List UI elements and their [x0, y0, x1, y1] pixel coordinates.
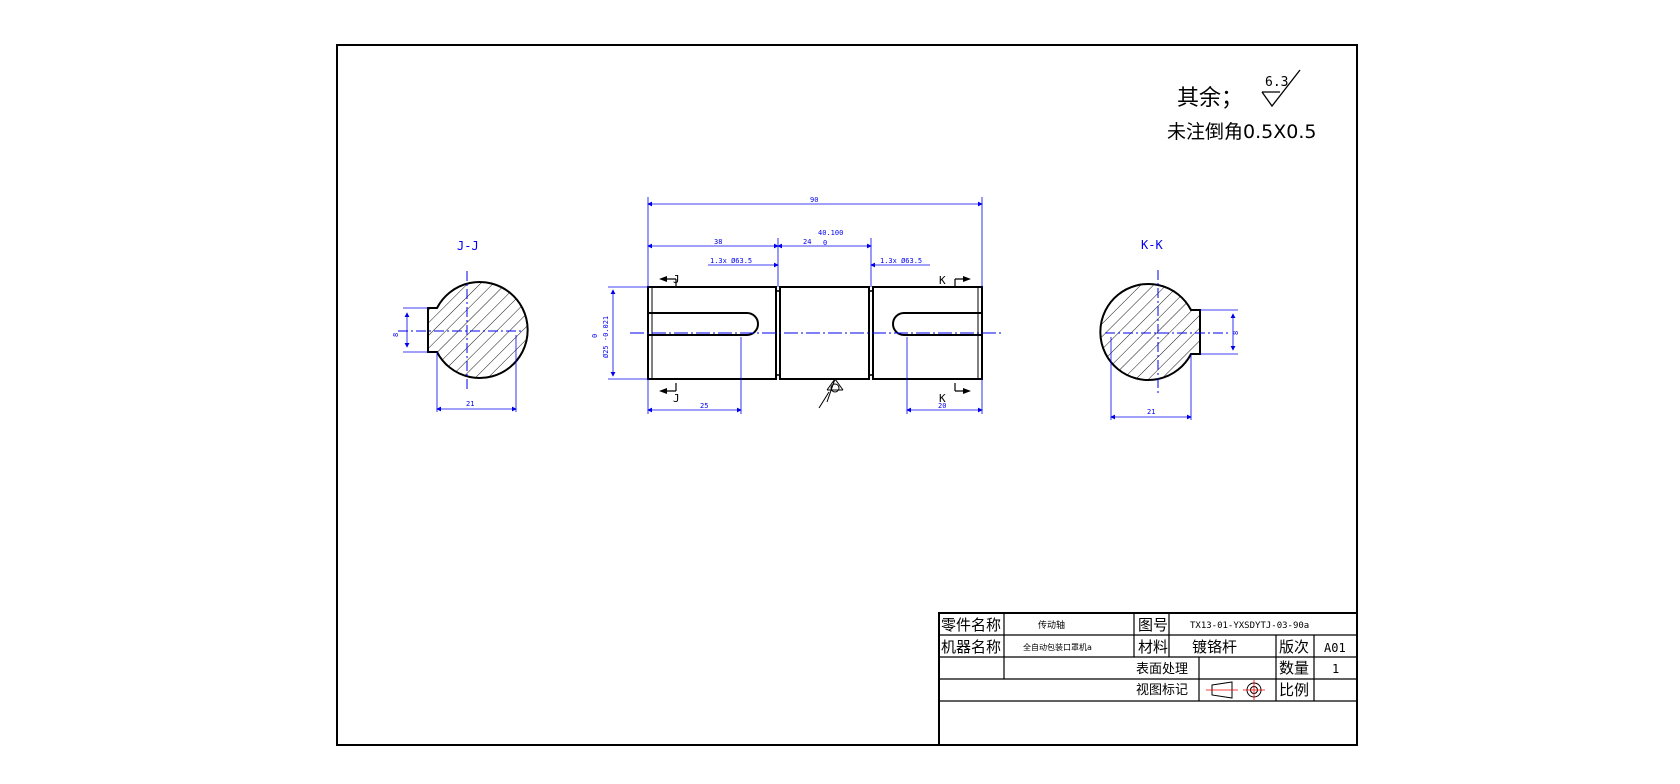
left-seg-dim: 38: [714, 238, 722, 246]
keyway-left: [648, 312, 759, 336]
machine-label: 机器名称: [941, 638, 1001, 656]
section-jj-profile: [427, 281, 529, 379]
slot-left-dim: 25: [700, 402, 708, 410]
jj-key-dim: 8: [392, 333, 400, 337]
revision-label: 版次: [1279, 638, 1309, 656]
section-jj-label: J-J: [457, 239, 479, 253]
drawing-no-label: 图号: [1138, 616, 1168, 634]
roughness-note: 其余； 6.3: [1177, 69, 1301, 111]
drawing-frame: [336, 44, 1358, 746]
section-mark-j-bottom: J: [673, 392, 680, 405]
kk-width-dim: 21: [1147, 408, 1155, 416]
section-mark-k-top: K: [939, 274, 946, 287]
part-name-value: 传动轴: [1038, 619, 1065, 631]
tol-upper: 40.100: [818, 229, 843, 237]
section-mark-j-top: J: [673, 273, 680, 286]
shaft-left-segment: [647, 286, 777, 380]
groove-left-dim: 1.3x Ø63.5: [710, 257, 752, 265]
surface-label: 表面处理: [1136, 662, 1188, 677]
diameter-dim: Ø25 -0.021: [602, 316, 610, 358]
roughness-value: 6.3: [1265, 75, 1288, 90]
roughness-prefix: 其余；: [1177, 86, 1243, 111]
surface-finish-icon: [826, 378, 844, 403]
drawing-no-value: TX13-01-YXSDYTJ-03-90a: [1190, 621, 1309, 631]
machine-value: 全自动包装口罩机a: [1023, 642, 1092, 652]
diameter-upper: 0: [591, 334, 599, 338]
jj-width-dim: 21: [466, 400, 474, 408]
title-block: 零件名称 传动轴 图号 TX13-01-YXSDYTJ-03-90a 机器名称 …: [938, 612, 1358, 746]
view-mark-label: 视图标记: [1136, 683, 1188, 698]
quantity-label: 数量: [1279, 659, 1309, 677]
section-mark-k-bottom: K: [939, 392, 946, 405]
kk-key-dim: 8: [1232, 331, 1240, 335]
revision-value: A01: [1324, 641, 1346, 655]
section-view-kk: K-K 8 21: [1099, 238, 1240, 420]
tol-lower: 0: [823, 239, 827, 247]
mid-seg-dim: 24: [803, 238, 811, 246]
keyway-right: [892, 312, 982, 336]
section-kk-profile: [1099, 283, 1201, 381]
quantity-value: 1: [1332, 662, 1339, 676]
shaft-main-view: 90 38 24 40.100 0 1.3x Ø63.5 1.3x Ø63.5 …: [591, 196, 1002, 414]
chamfer-note: 未注倒角0.5X0.5: [1167, 121, 1316, 143]
scale-label: 比例: [1279, 681, 1309, 699]
section-view-jj: J-J 8 21: [392, 239, 529, 412]
groove-right-dim: 1.3x Ø63.5: [880, 257, 922, 265]
section-kk-label: K-K: [1141, 238, 1163, 252]
roughness-symbol-icon: [1261, 69, 1301, 108]
part-name-label: 零件名称: [941, 616, 1001, 634]
slot-right-dim: 20: [938, 402, 946, 410]
projection-symbol-icon: [1206, 680, 1265, 700]
material-label: 材料: [1138, 638, 1168, 656]
material-value: 镀铬杆: [1192, 638, 1237, 656]
overall-length-dim: 90: [810, 196, 818, 204]
